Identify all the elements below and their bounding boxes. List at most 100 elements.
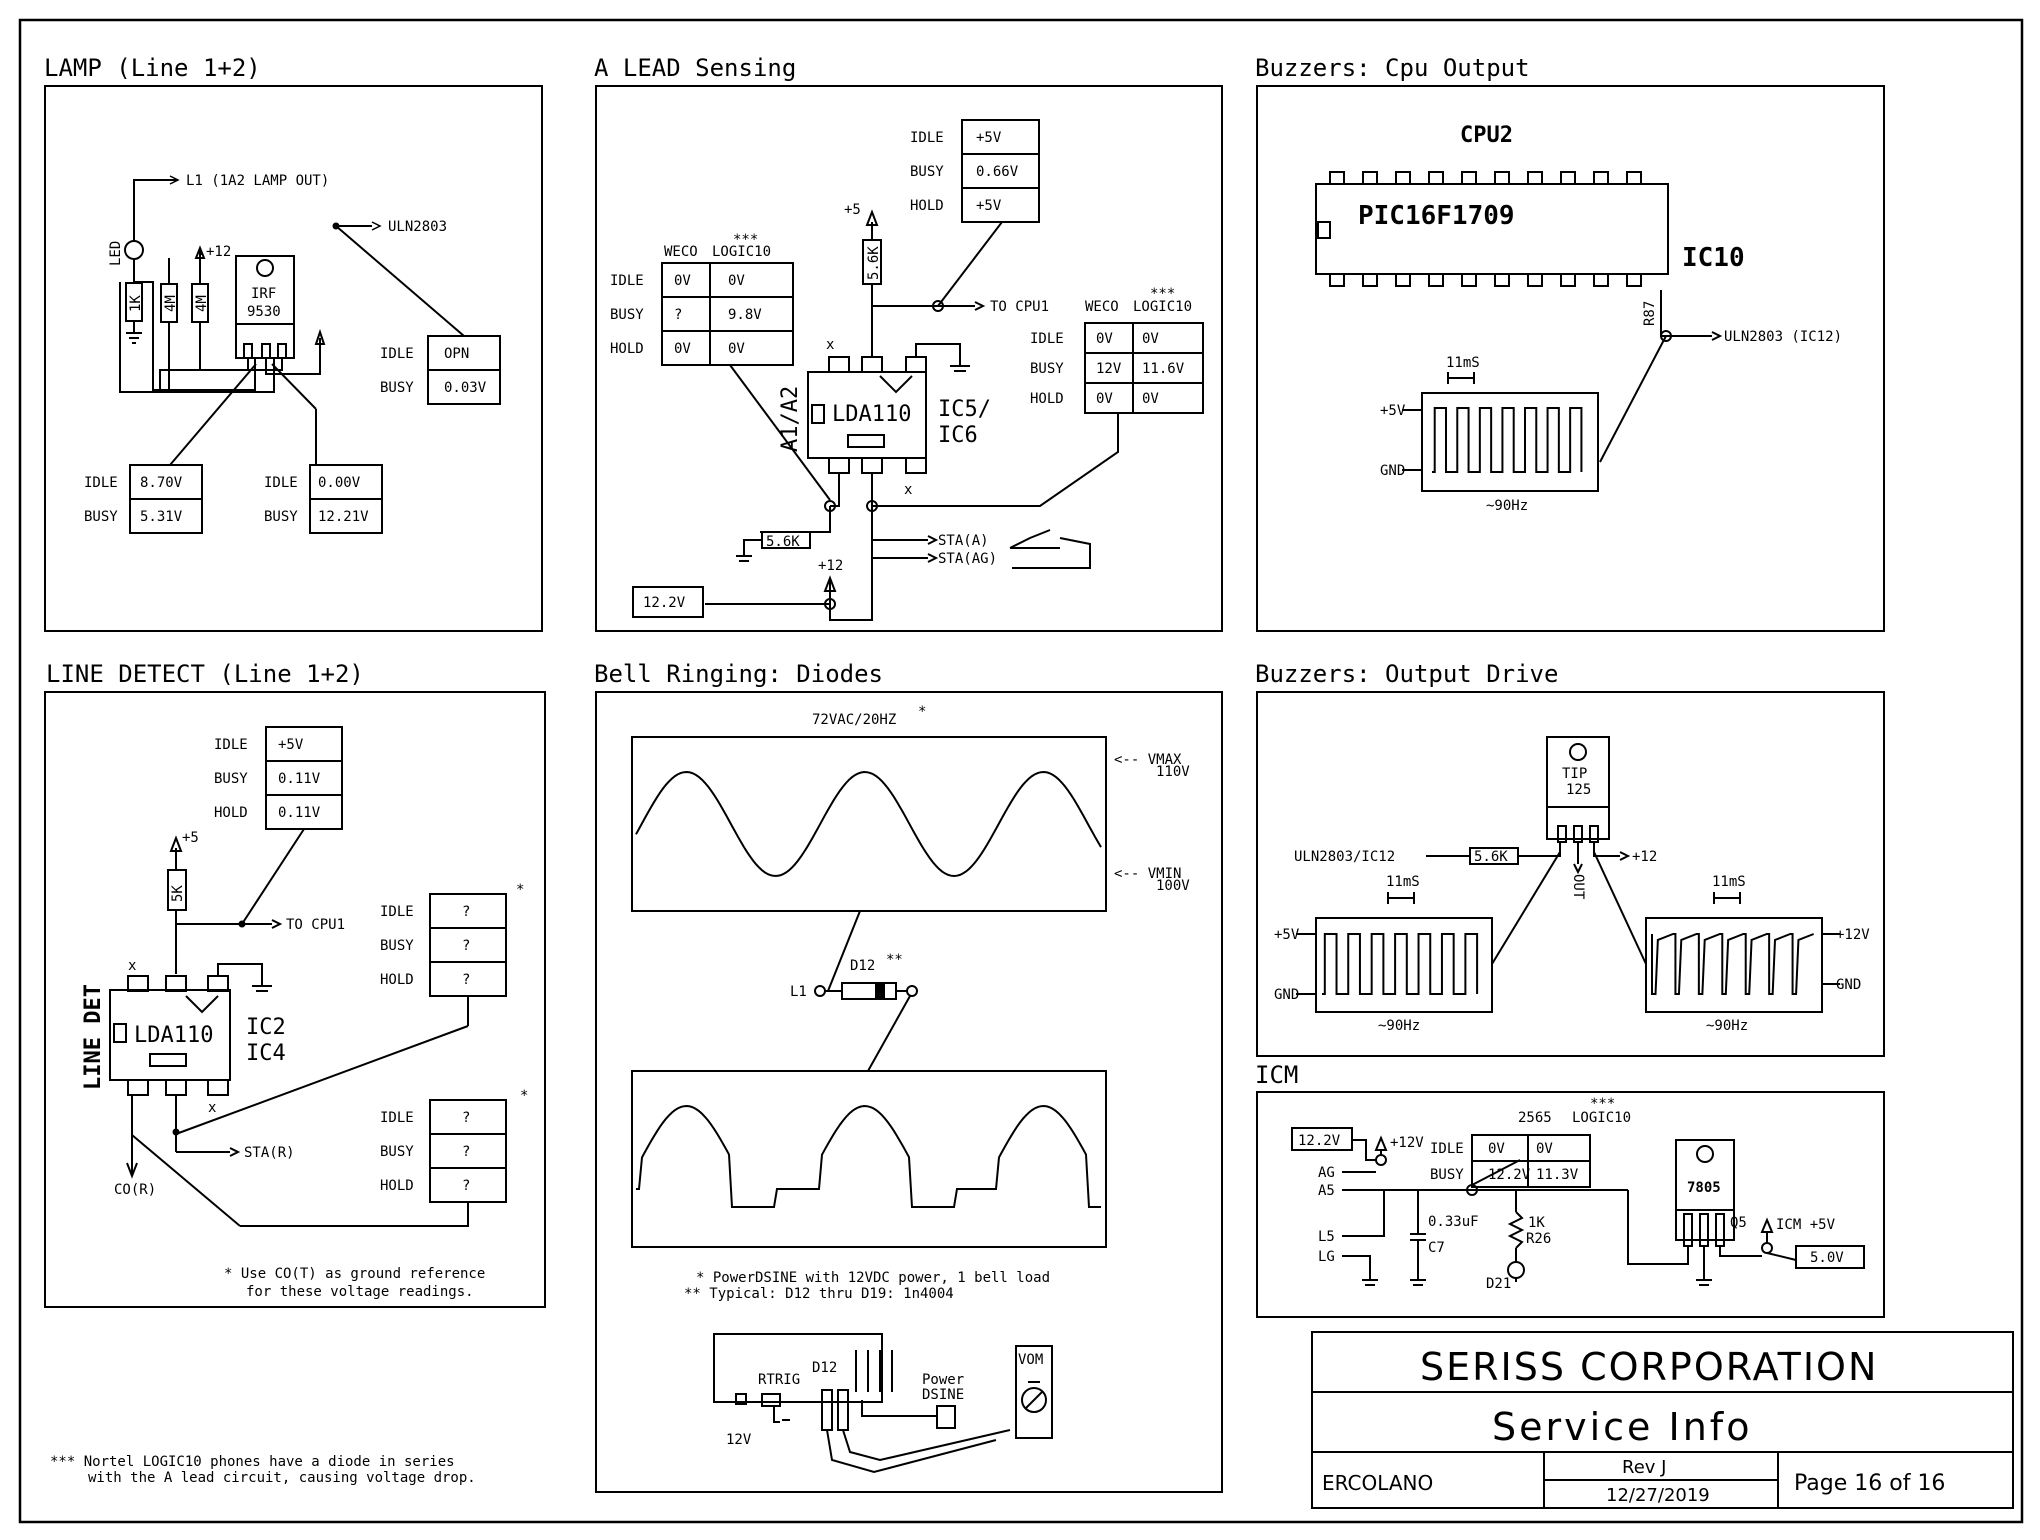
ld-star-2: *	[520, 1088, 528, 1104]
ld-table-r2-row-0-label: IDLE	[380, 1110, 414, 1126]
alead-v122-label: 12.2V	[643, 595, 686, 611]
alead-x2: x	[904, 482, 912, 498]
section-title-a-lead: A LEAD Sensing	[594, 54, 796, 82]
alead-table-top-row-1-col-1: 0.66V	[976, 164, 1019, 180]
drive-v5-label: +5V	[1274, 927, 1300, 943]
icm-2565-label: 2565	[1518, 1110, 1552, 1126]
alead-table-right-row-0-label: IDLE	[1030, 331, 1064, 347]
icm-c7-label: C7	[1428, 1240, 1445, 1256]
ld-cor-label: CO(R)	[114, 1182, 156, 1198]
ld-to-cpu-label: TO CPU1	[286, 917, 345, 933]
panel-a-lead	[595, 85, 1223, 632]
lamp-r1k-label: 1K	[128, 295, 144, 312]
title-name: ERCOLANO	[1322, 1471, 1433, 1495]
alead-logic-1: LOGIC10	[712, 244, 771, 260]
alead-sta-label: STA(A)	[938, 533, 989, 549]
ld-table-r2-row-1-label: BUSY	[380, 1144, 414, 1160]
title-company: SERISS CORPORATION	[1420, 1345, 1878, 1389]
ld-note-1: * Use CO(T) as ground reference	[224, 1266, 485, 1282]
ld-table-r1-row-0-label: IDLE	[380, 904, 414, 920]
cpu-r87-label: R87	[1642, 301, 1658, 326]
drive-ms-1: 11mS	[1386, 874, 1420, 890]
alead-table-right-row-2-col-2: 0V	[1142, 391, 1159, 407]
alead-table-top-row-1-label: BUSY	[910, 164, 944, 180]
icm-a5-label: A5	[1318, 1183, 1335, 1199]
drive-chip-line2: 125	[1566, 782, 1591, 798]
cpu-v5-label: +5V	[1380, 403, 1406, 419]
title-rev: Rev J	[1622, 1457, 1666, 1478]
panel-cpu-output	[1256, 85, 1885, 632]
ld-x1: x	[128, 958, 136, 974]
icm-v122-label: 12.2V	[1298, 1133, 1341, 1149]
alead-table-left-row-2-label: HOLD	[610, 341, 644, 357]
ld-r5k-label: 5K	[170, 885, 186, 902]
bell-title: 72VAC/20HZ	[812, 712, 896, 728]
lamp-table-mid-row-0-col-1: 0.00V	[318, 475, 361, 491]
lamp-table-left-row-0-label: IDLE	[84, 475, 118, 491]
cpu-chip-label: PIC16F1709	[1358, 201, 1515, 231]
icm-v50-label: 5.0V	[1810, 1250, 1844, 1266]
icm-table-row-0-col-1: 0V	[1488, 1141, 1505, 1157]
alead-table-top-row-0-label: IDLE	[910, 130, 944, 146]
ld-table-r2-row-2-col-1: ?	[462, 1178, 470, 1194]
alead-table-top-row-2-label: HOLD	[910, 198, 944, 214]
drive-out-label: OUT	[1570, 874, 1586, 900]
icm-chip-label: 7805	[1687, 1180, 1721, 1196]
drive-freq-2: ~90Hz	[1706, 1018, 1748, 1034]
section-title-lamp: LAMP (Line 1+2)	[44, 54, 261, 82]
alead-weco-1: WECO	[664, 244, 698, 260]
icm-table-row-1-col-1: 12.2V	[1488, 1167, 1531, 1183]
ld-table-top-row-0-label: IDLE	[214, 737, 248, 753]
title-date: 12/27/2019	[1606, 1485, 1710, 1506]
ld-table-top-row-2-col-1: 0.11V	[278, 805, 321, 821]
alead-table-left-row-0-col-2: 0V	[728, 273, 745, 289]
drive-uln-label: ULN2803/IC12	[1294, 849, 1395, 865]
alead-table-left-row-2-col-1: 0V	[674, 341, 691, 357]
ld-table-r2-row-2-label: HOLD	[380, 1178, 414, 1194]
alead-table-right-row-2-col-1: 0V	[1096, 391, 1113, 407]
cpu-uln-label: ULN2803 (IC12)	[1724, 329, 1842, 345]
bell-d12-star: **	[886, 952, 903, 968]
icm-table-row-0-col-2: 0V	[1536, 1141, 1553, 1157]
icm-r1k-label: 1K	[1528, 1215, 1545, 1231]
ld-table-top-row-1-col-1: 0.11V	[278, 771, 321, 787]
panel-bell	[595, 691, 1223, 1493]
lamp-table-right-row-1-label: BUSY	[380, 380, 414, 396]
ld-ic-a-label: IC2	[246, 1015, 286, 1040]
alead-x1: x	[826, 337, 834, 353]
ld-table-r1-row-1-label: BUSY	[380, 938, 414, 954]
bell-note-1: * PowerDSINE with 12VDC power, 1 bell lo…	[696, 1270, 1050, 1286]
panel-icm	[1256, 1091, 1885, 1318]
icm-q5-label: Q5	[1730, 1215, 1747, 1231]
drive-v12-label: +12	[1632, 849, 1657, 865]
section-title-bell: Bell Ringing: Diodes	[594, 660, 883, 688]
drive-gnd-label: GND	[1274, 987, 1299, 1003]
panel-line-detect	[44, 691, 546, 1308]
lamp-table-mid-row-0-label: IDLE	[264, 475, 298, 491]
drive-chip-line1: TIP	[1562, 766, 1587, 782]
ld-star-1: *	[516, 882, 524, 898]
alead-table-left-row-0-label: IDLE	[610, 273, 644, 289]
bell-rtrig-label: RTRIG	[758, 1372, 800, 1388]
alead-r56k-label: 5.6K	[866, 246, 882, 280]
drive-v12r-label: +12V	[1836, 927, 1870, 943]
bell-note-2: ** Typical: D12 thru D19: 1n4004	[684, 1286, 954, 1302]
cpu-title: CPU2	[1460, 123, 1513, 148]
alead-to-cpu-label: TO CPU1	[990, 299, 1049, 315]
ld-note-2: for these voltage readings.	[246, 1284, 474, 1300]
bell-vom-label: VOM	[1018, 1352, 1043, 1368]
cpu-ic-label: IC10	[1682, 243, 1745, 273]
bell-vmin-1: <-- VMIN	[1114, 866, 1181, 882]
alead-table-top-row-0-col-1: +5V	[976, 130, 1002, 146]
ld-table-top-row-0-col-1: +5V	[278, 737, 304, 753]
alead-table-left-row-2-col-2: 0V	[728, 341, 745, 357]
lamp-table-right-row-0-col-1: OPN	[444, 346, 469, 362]
title-page: Page 16 of 16	[1794, 1471, 1945, 1496]
bell-vmin-2: 100V	[1156, 878, 1190, 894]
icm-cap-label: 0.33uF	[1428, 1214, 1479, 1230]
lamp-r4m-b-label: 4M	[194, 295, 210, 312]
lamp-chip-line1: IRF	[251, 286, 276, 302]
alead-v5-label: +5	[844, 202, 861, 218]
footnote-line-1: *** Nortel LOGIC10 phones have a diode i…	[50, 1454, 455, 1470]
